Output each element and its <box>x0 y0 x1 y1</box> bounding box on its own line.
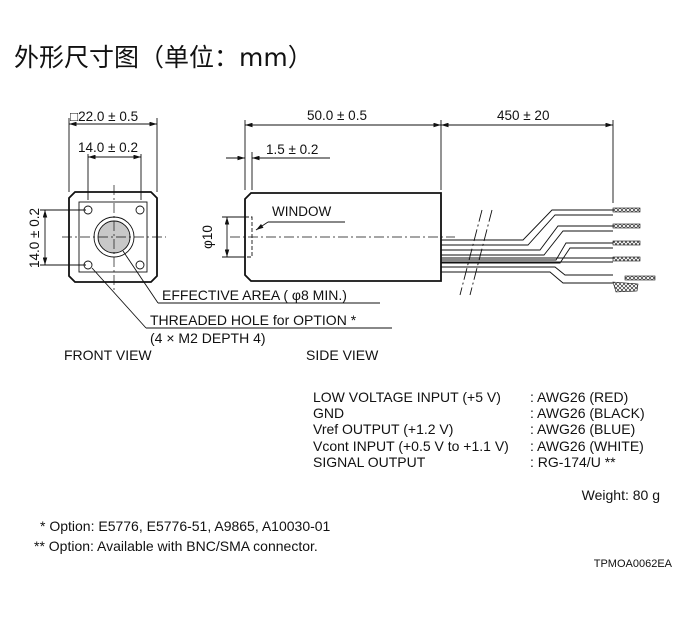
threaded-hole-label: THREADED HOLE for OPTION * <box>150 312 357 328</box>
cable-bundle <box>441 207 656 296</box>
front-view-label: FRONT VIEW <box>64 347 152 363</box>
weight-label: Weight: 80 g <box>582 487 660 503</box>
hole-pitch-horizontal: 14.0 ± 0.2 <box>78 140 138 155</box>
window-offset-dimension: 1.5 ± 0.2 <box>266 142 318 157</box>
threaded-hole <box>135 260 145 270</box>
wiring-table: LOW VOLTAGE INPUT (+5 V) : AWG26 (RED) G… <box>313 389 645 470</box>
wiring-signal: GND <box>313 405 344 421</box>
page-title: 外形尺寸图（单位：mm） <box>14 43 313 72</box>
wiring-signal: Vref OUTPUT (+1.2 V) <box>313 421 453 437</box>
wiring-wire: : RG-174/U ** <box>530 454 616 470</box>
front-view: □22.0 ± 0.5 14.0 ± 0.2 14.0 ± 0.2 <box>27 109 392 329</box>
drawing-id: TPMOA0062EA <box>594 558 673 570</box>
wiring-signal: LOW VOLTAGE INPUT (+5 V) <box>313 389 501 405</box>
wiring-wire: : AWG26 (WHITE) <box>530 438 644 454</box>
window-label: WINDOW <box>272 204 331 219</box>
effective-area-label: EFFECTIVE AREA ( φ8 MIN.) <box>162 287 347 303</box>
side-view: 1.5 ± 0.2 50.0 ± 0.5 450 ± 20 φ10 WINDOW <box>200 108 614 282</box>
cable-length-dimension: 450 ± 20 <box>497 108 549 123</box>
footnote-option: * Option: E5776, E5776-51, A9865, A10030… <box>40 518 331 534</box>
wiring-signal: Vcont INPUT (+0.5 V to +1.1 V) <box>313 438 509 454</box>
outer-square-dimension: □22.0 ± 0.5 <box>70 109 138 124</box>
hole-pitch-vertical: 14.0 ± 0.2 <box>27 208 42 268</box>
wiring-wire: : AWG26 (BLUE) <box>530 421 635 437</box>
wiring-wire: : AWG26 (RED) <box>530 389 628 405</box>
footnote-connector: ** Option: Available with BNC/SMA connec… <box>34 538 318 554</box>
wiring-wire: : AWG26 (BLACK) <box>530 405 645 421</box>
window-diameter: φ10 <box>200 225 215 249</box>
length-dimension: 50.0 ± 0.5 <box>307 108 367 123</box>
threaded-hole <box>135 205 145 215</box>
threaded-hole-spec: (4 × M2 DEPTH 4) <box>150 330 266 346</box>
wiring-signal: SIGNAL OUTPUT <box>313 454 426 470</box>
side-view-label: SIDE VIEW <box>306 347 379 363</box>
